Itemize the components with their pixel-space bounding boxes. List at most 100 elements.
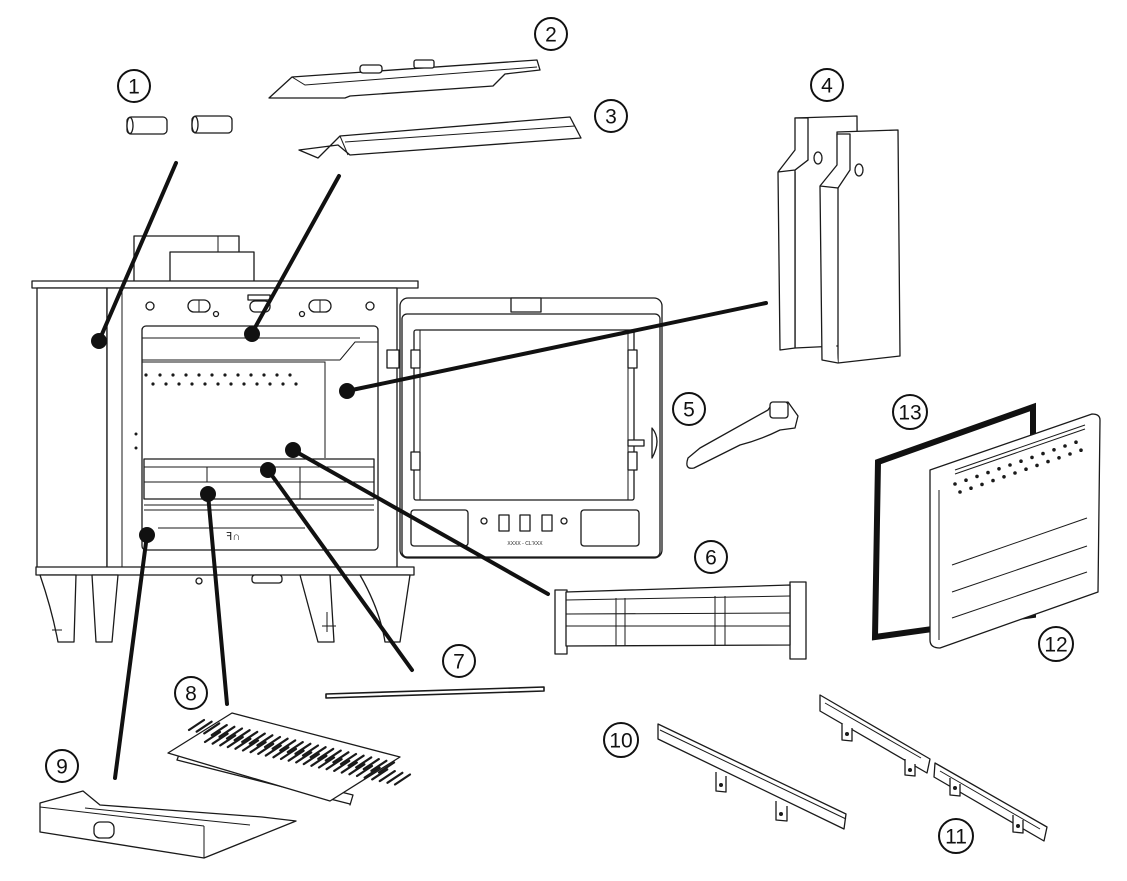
grate-slot bbox=[362, 757, 380, 771]
grate-slot bbox=[279, 739, 297, 752]
callout-10: 10 bbox=[603, 722, 639, 758]
grate-slot bbox=[339, 752, 358, 766]
callout-number: 11 bbox=[945, 826, 967, 849]
grate-slot bbox=[249, 741, 267, 754]
part-5-tool-handle bbox=[686, 401, 799, 469]
leader-1 bbox=[97, 161, 178, 343]
callout-8: 8 bbox=[174, 676, 208, 710]
grate-slot bbox=[234, 737, 252, 750]
part-6-fuel-guard bbox=[554, 581, 807, 660]
vent-hole bbox=[991, 478, 995, 483]
vent-hole bbox=[1063, 444, 1067, 448]
leader-8 bbox=[206, 492, 229, 706]
part-7-rod bbox=[325, 686, 545, 699]
vent-hole bbox=[1046, 459, 1050, 464]
grate-slot bbox=[225, 727, 244, 740]
vent-hole bbox=[969, 486, 973, 491]
vent-hole bbox=[1013, 471, 1017, 475]
vent-hole bbox=[975, 474, 979, 479]
callout-number: 10 bbox=[609, 730, 632, 753]
air-control-3[interactable] bbox=[541, 514, 553, 532]
grate-slot bbox=[256, 734, 274, 747]
grate-slot bbox=[371, 768, 389, 781]
part-8-grate bbox=[167, 712, 412, 806]
part-9-ash-pan bbox=[39, 790, 297, 859]
air-control-1[interactable] bbox=[498, 514, 510, 532]
callout-number: 8 bbox=[185, 683, 197, 706]
vent-hole bbox=[964, 478, 968, 483]
leader-3 bbox=[250, 174, 341, 335]
callout-1: 1 bbox=[117, 69, 151, 103]
grate-slot bbox=[355, 764, 374, 778]
grate-slot bbox=[219, 734, 237, 747]
grate-slot bbox=[248, 732, 266, 745]
stove-body: ꟻ∩ bbox=[31, 235, 419, 643]
grate-slot bbox=[317, 747, 335, 761]
grate-slot bbox=[340, 761, 358, 774]
callout-number: 9 bbox=[56, 756, 68, 779]
part-1-tubes bbox=[126, 115, 233, 135]
vent-hole bbox=[958, 490, 962, 494]
callout-2: 2 bbox=[534, 17, 568, 51]
front-bars-installed bbox=[143, 458, 375, 529]
part-4-side-firebricks bbox=[777, 115, 901, 364]
grate-slot bbox=[370, 759, 388, 772]
grate-slot bbox=[226, 735, 244, 749]
callout-9: 9 bbox=[45, 749, 79, 783]
vent-hole bbox=[1008, 463, 1012, 467]
callout-number: 2 bbox=[545, 24, 557, 47]
grate-slot bbox=[286, 740, 304, 754]
leader-dot-3 bbox=[244, 326, 260, 342]
vent-hole bbox=[1035, 463, 1039, 468]
door-panel-left bbox=[410, 509, 469, 547]
flue-collar-front bbox=[169, 251, 255, 285]
grate-slot bbox=[279, 747, 298, 761]
leader-dot-4 bbox=[339, 383, 355, 399]
grate-slot bbox=[355, 756, 373, 769]
callout-number: 6 bbox=[705, 547, 717, 570]
part-2-upper-baffle bbox=[268, 59, 541, 99]
back-vent-holes bbox=[134, 373, 298, 450]
grate-slots bbox=[187, 718, 412, 786]
grate-slot bbox=[211, 732, 229, 745]
vent-hole bbox=[953, 482, 957, 486]
grate-slot bbox=[195, 720, 213, 733]
callout-3: 3 bbox=[594, 99, 628, 133]
side-panel bbox=[36, 287, 108, 569]
grate-slot bbox=[203, 730, 222, 744]
legs bbox=[39, 574, 411, 643]
grate-slot bbox=[309, 746, 327, 759]
grate-slot bbox=[317, 756, 336, 769]
grate-slot bbox=[378, 769, 396, 783]
vent-hole bbox=[1019, 459, 1023, 464]
vent-hole bbox=[1079, 448, 1083, 453]
leader-lines bbox=[91, 161, 768, 780]
callout-13: 13 bbox=[892, 394, 928, 430]
callout-number: 3 bbox=[605, 106, 617, 129]
callout-number: 5 bbox=[683, 399, 695, 422]
base-plate bbox=[35, 566, 415, 576]
grate-slot bbox=[241, 739, 260, 752]
vent-hole bbox=[980, 482, 984, 487]
grate-slot bbox=[325, 758, 343, 771]
grate-slot bbox=[287, 749, 305, 762]
grate-slot bbox=[393, 773, 412, 786]
leader-dot-8 bbox=[200, 486, 216, 502]
grate-slot bbox=[295, 751, 313, 764]
callout-5: 5 bbox=[672, 392, 706, 426]
leader-dot-1 bbox=[91, 333, 107, 349]
vent-hole bbox=[1041, 451, 1045, 456]
air-control-2[interactable] bbox=[519, 514, 531, 532]
callout-number: 4 bbox=[821, 75, 833, 98]
grate-slot bbox=[264, 744, 282, 757]
vent-hole bbox=[1057, 456, 1061, 460]
grate-slot bbox=[348, 763, 366, 776]
grate-slot bbox=[271, 737, 289, 750]
grate-slot bbox=[218, 725, 236, 738]
vent-hole bbox=[1030, 455, 1034, 460]
leader-6 bbox=[291, 448, 550, 596]
callout-number: 1 bbox=[128, 76, 140, 99]
grate-slot bbox=[187, 718, 206, 732]
leader-dot-7 bbox=[260, 462, 276, 478]
grate-slot bbox=[294, 742, 312, 755]
